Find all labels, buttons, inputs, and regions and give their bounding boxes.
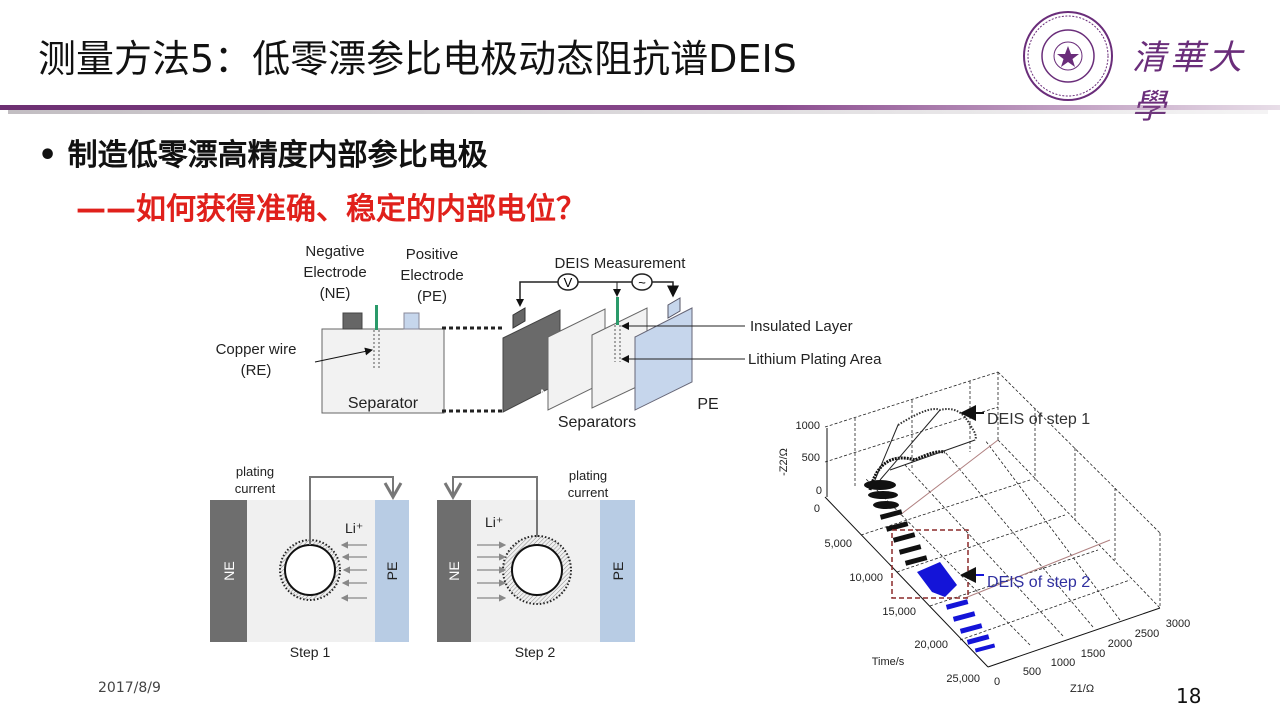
ne-label-2: Electrode <box>303 264 366 281</box>
ne-tab <box>342 312 363 330</box>
ne-label-3: (NE) <box>320 285 351 302</box>
cell-diagram: Negative Electrode (NE) Positive Electro… <box>216 243 883 431</box>
copper-wire-label-2: (RE) <box>241 362 272 379</box>
ac-source-label: ~ <box>638 275 646 290</box>
copper-wire-label-1: Copper wire <box>216 341 297 358</box>
step-label: Step 2 <box>515 644 556 660</box>
z-tick: 0 <box>816 485 822 497</box>
pe-label: PE <box>610 562 626 581</box>
z-tick: 1000 <box>796 420 820 432</box>
sub-question: ——如何获得准确、稳定的内部电位？ <box>76 192 586 227</box>
blue-spectra-markers <box>917 562 996 653</box>
li-ion-label: Li⁺ <box>345 520 363 536</box>
pe-label-3: (PE) <box>417 288 447 305</box>
separators-label: Separators <box>558 414 636 431</box>
ne-electrode <box>210 500 247 642</box>
time-tick: 25,000 <box>946 673 980 685</box>
pe-label-1: Positive <box>406 246 459 263</box>
lithium-plating-area-label: Lithium Plating Area <box>748 351 882 368</box>
pe-label-2: Electrode <box>400 267 463 284</box>
deis-step1-annotation: DEIS of step 1 <box>987 411 1090 428</box>
particle-icon <box>511 544 563 596</box>
time-tick: 0 <box>814 503 820 515</box>
ne-label-1: Negative <box>305 243 364 260</box>
deis-step2-annotation: DEIS of step 2 <box>987 574 1090 591</box>
z-tick: 500 <box>802 452 820 464</box>
z1-tick: 3000 <box>1166 618 1190 630</box>
pe-tab <box>403 312 420 330</box>
title-divider-shadow <box>8 110 1268 114</box>
tsinghua-seal-logo <box>1020 8 1116 104</box>
title-divider <box>0 105 1280 110</box>
ne-tab-exploded <box>512 307 526 329</box>
separator-label: Separator <box>348 395 419 412</box>
z1-axis <box>987 607 1161 668</box>
li-ion-label: Li⁺ <box>485 514 503 530</box>
separator-box <box>321 328 445 414</box>
reference-wire <box>375 305 378 330</box>
voltmeter-label: V <box>564 275 573 290</box>
time-tick: 15,000 <box>882 606 916 618</box>
step-1-diagram: NE PE Li⁺ plating current Step 1 <box>210 464 409 660</box>
bullet-point: • 制造低零漂高精度内部参比电极 <box>38 138 488 173</box>
particle-icon <box>284 544 336 596</box>
pe-plate-label: PE <box>697 396 718 413</box>
time-axis-label: Time/s <box>872 656 905 668</box>
z1-axis-label: Z1/Ω <box>1070 683 1094 695</box>
n-plate-label: N <box>540 386 550 402</box>
slide-date: 2017/8/9 <box>98 680 161 696</box>
ne-label: NE <box>221 561 237 580</box>
pe-electrode <box>600 500 635 642</box>
time-tick: 20,000 <box>914 639 948 651</box>
pe-electrode <box>375 500 409 642</box>
step-2-diagram: NE PE Li⁺ plating current Step 2 <box>437 468 635 660</box>
plating-current-label-1: plating <box>236 464 274 479</box>
z1-tick: 2500 <box>1135 628 1159 640</box>
black-spectra-markers <box>864 480 928 566</box>
z1-tick: 2000 <box>1108 638 1132 650</box>
plot-grid <box>824 371 1161 646</box>
insulated-layer-label: Insulated Layer <box>750 318 853 335</box>
z-axis-label: -Z2/Ω <box>778 448 790 476</box>
deis-measurement-label: DEIS Measurement <box>555 255 687 272</box>
plating-current-label-2: current <box>568 485 609 500</box>
plating-current-label-2: current <box>235 481 276 496</box>
pe-label: PE <box>384 562 400 581</box>
time-tick: 10,000 <box>849 572 883 584</box>
time-axis <box>824 496 989 668</box>
page-number: 18 <box>1176 684 1202 708</box>
step-label: Step 1 <box>290 644 331 660</box>
voltmeter-icon <box>557 273 579 291</box>
ac-source-icon <box>631 273 653 291</box>
z1-tick: 500 <box>1023 666 1041 678</box>
z1-tick: 1000 <box>1051 657 1075 669</box>
ne-label: NE <box>446 561 462 580</box>
step1-spectrum <box>897 408 977 441</box>
z1-tick: 0 <box>994 676 1000 688</box>
plating-current-label-1: plating <box>569 468 607 483</box>
pe-tab-exploded <box>667 297 681 319</box>
ne-electrode <box>437 500 471 642</box>
time-tick: 5,000 <box>824 538 852 550</box>
slide-title: 测量方法5：低零漂参比电极动态阻抗谱DEIS <box>38 37 797 81</box>
z1-tick: 1500 <box>1081 648 1105 660</box>
deis-3d-plot: 1000 500 0 0 5,000 10,000 15,000 20,000 … <box>778 371 1190 695</box>
